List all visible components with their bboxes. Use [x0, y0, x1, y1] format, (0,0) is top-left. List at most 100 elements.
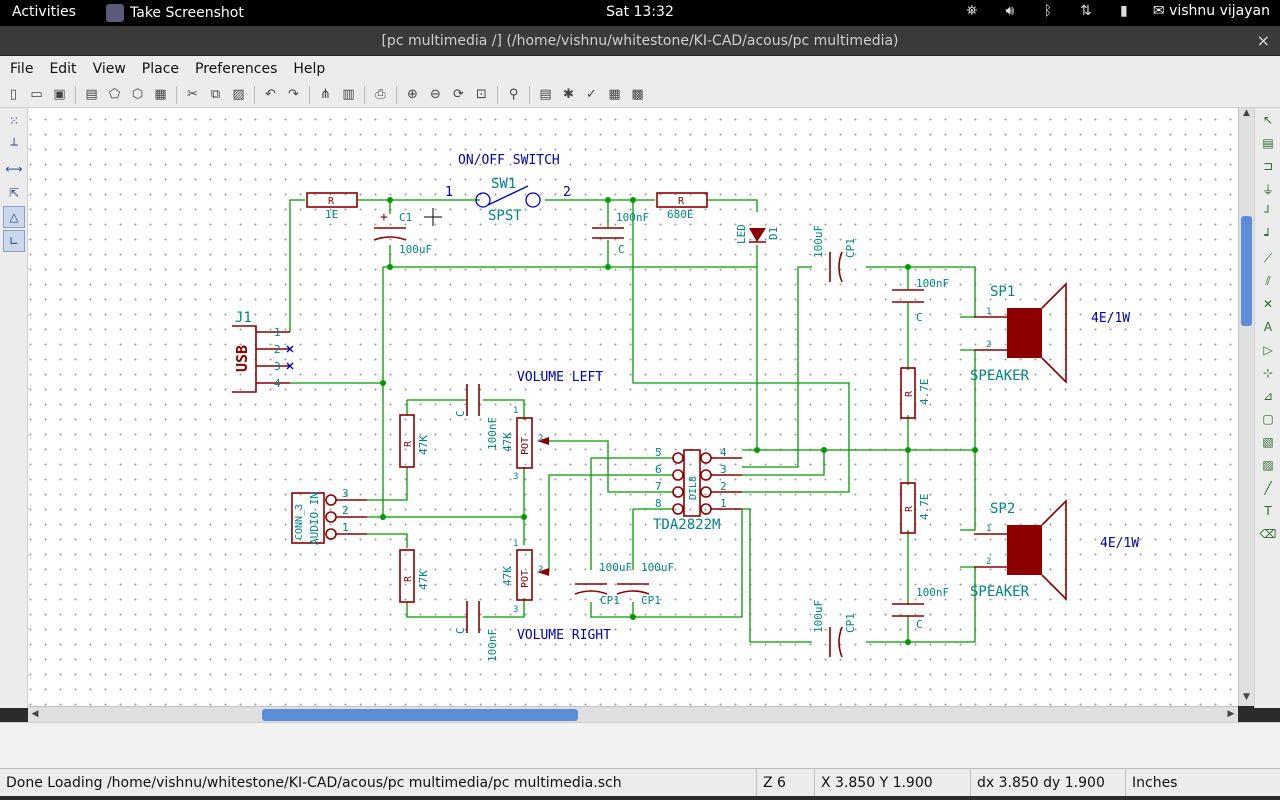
label-sp2-rating: 4E/1W	[1100, 536, 1139, 551]
add-graphic-line-icon[interactable]: ╱	[1258, 478, 1278, 498]
label-on-off-switch: ON/OFF SWITCH	[458, 153, 560, 168]
cursor	[424, 208, 442, 226]
library-browser-icon[interactable]: ⬡	[128, 85, 147, 104]
window-title: [pc multimedia /] (/home/vishnu/whitesto…	[381, 33, 898, 49]
add-bus-icon[interactable]: ┙	[1258, 225, 1278, 245]
units-mm-icon[interactable]: ⟷	[3, 158, 25, 180]
label-c-left-val: 100nF	[486, 417, 499, 450]
redraw-icon[interactable]: ⟳	[449, 85, 468, 104]
bluetooth-icon[interactable]: ᛒ	[1039, 3, 1057, 19]
print-icon[interactable]: ⎙	[371, 85, 390, 104]
vertical-scroll-thumb[interactable]	[1241, 216, 1252, 326]
scroll-right-icon[interactable]: ▶	[1224, 707, 1238, 722]
redo-icon[interactable]: ↷	[284, 85, 303, 104]
units-inch-icon[interactable]: ┴	[3, 134, 25, 156]
delete-item-icon[interactable]: ⌫	[1258, 524, 1278, 544]
label-cp-top-val: 100uF	[812, 225, 825, 258]
new-icon[interactable]: ▯	[4, 85, 23, 104]
cut-icon[interactable]: ✂	[183, 85, 202, 104]
add-text-icon[interactable]: T	[1258, 501, 1278, 521]
save-icon[interactable]: ▣	[50, 85, 69, 104]
accessibility-icon[interactable]: ⛯	[963, 3, 981, 19]
import-sheet-pin-icon[interactable]: ▧	[1258, 432, 1278, 452]
label-r680-val: 680E	[667, 208, 694, 221]
schematic-canvas[interactable]: ON/OFF SWITCH VOLUME LEFT VOLUME RIGHT 4…	[28, 108, 1238, 706]
bus-orientation-icon[interactable]: ∟	[3, 230, 25, 252]
app-menu[interactable]: Take Screenshot	[106, 4, 244, 22]
label-cp-b-ref: CP1	[641, 594, 661, 607]
horizontal-scroll-thumb[interactable]	[262, 709, 578, 721]
network-icon[interactable]: ⇅	[1077, 3, 1095, 19]
add-component-icon[interactable]: ⊐	[1258, 156, 1278, 176]
erc-icon[interactable]: ✱	[559, 85, 578, 104]
add-hier-label-icon[interactable]: ⊿	[1258, 386, 1278, 406]
zoom-in-icon[interactable]: ⊕	[403, 85, 422, 104]
menu-help[interactable]: Help	[285, 61, 333, 77]
paste-icon[interactable]: ▨	[229, 85, 248, 104]
library-editor-icon[interactable]: ⬠	[105, 85, 124, 104]
user-menu[interactable]: ✉︎ vishnu vijayan	[1153, 3, 1270, 19]
menu-file[interactable]: File	[2, 61, 41, 77]
grid-toggle-icon[interactable]: ⁙	[3, 110, 25, 132]
add-sheet-pin-icon[interactable]: ▨	[1258, 455, 1278, 475]
no-connect-icon[interactable]: ✕	[1258, 294, 1278, 314]
toolbar-separator	[529, 86, 530, 104]
activities-button[interactable]: Activities	[12, 4, 76, 20]
scroll-left-icon[interactable]: ◀	[28, 707, 42, 722]
label-r47-top-val: 47K	[417, 435, 430, 455]
hierarchy-nav-icon[interactable]: ▤	[1258, 133, 1278, 153]
hidden-pins-icon[interactable]: △	[3, 206, 25, 228]
c1-plus: +	[380, 210, 388, 225]
label-cp-bot-ref: CP1	[844, 613, 857, 633]
add-net-label-icon[interactable]: A	[1258, 317, 1278, 337]
cursor-shape-icon[interactable]: ⇱	[3, 182, 25, 204]
hierarchy-icon[interactable]: ▦	[151, 85, 170, 104]
label-pot2-p1: 1	[513, 539, 518, 549]
pcbnew-icon[interactable]: ▩	[628, 85, 647, 104]
toolbar-separator	[309, 86, 310, 104]
menu-view[interactable]: View	[85, 61, 134, 77]
bom-icon[interactable]: ▥	[339, 85, 358, 104]
undo-icon[interactable]: ↶	[261, 85, 280, 104]
menu-place[interactable]: Place	[134, 61, 187, 77]
label-ic-p5: 5	[655, 446, 662, 459]
netlist-icon[interactable]: ⋔	[316, 85, 335, 104]
scroll-down-icon[interactable]: ▼	[1239, 692, 1254, 706]
main-toolbar: ▯ ▭ ▣ ▤ ⬠ ⬡ ▦ ✂ ⧉ ▨ ↶ ↷ ⋔ ▥ ⎙ ⊕ ⊖ ⟳ ⊡ ⚲ …	[0, 82, 1280, 108]
zoom-fit-icon[interactable]: ⊡	[472, 85, 491, 104]
clock[interactable]: Sat 13:32	[606, 4, 674, 20]
close-icon[interactable]: ×	[1257, 26, 1270, 56]
scroll-up-icon[interactable]: ▲	[1239, 108, 1254, 122]
add-global-label-icon[interactable]: ▷	[1258, 340, 1278, 360]
horizontal-scrollbar[interactable]: ◀ ▶	[28, 706, 1238, 722]
add-sheet-icon[interactable]: ▢	[1258, 409, 1278, 429]
user-name: vishnu vijayan	[1169, 3, 1270, 19]
menu-preferences[interactable]: Preferences	[187, 61, 285, 77]
bill-icon[interactable]: ▦	[605, 85, 624, 104]
select-arrow-icon[interactable]: ↖	[1258, 110, 1278, 130]
page-settings-icon[interactable]: ▤	[82, 85, 101, 104]
copy-icon[interactable]: ⧉	[206, 85, 225, 104]
add-wire-icon[interactable]: ┘	[1258, 202, 1278, 222]
find-icon[interactable]: ⚲	[504, 85, 523, 104]
menu-edit[interactable]: Edit	[41, 61, 84, 77]
battery-icon[interactable]: ▮	[1115, 3, 1133, 19]
vertical-scrollbar[interactable]: ▲ ▼	[1238, 108, 1254, 706]
add-junction-icon[interactable]: ⊹	[1258, 363, 1278, 383]
label-pot2-p2: 2	[538, 565, 543, 575]
label-pot1-p1: 1	[513, 406, 518, 416]
wire-to-bus-icon[interactable]: ⟋	[1258, 248, 1278, 268]
label-ic-p3: 3	[720, 463, 727, 476]
label-r47e-top-ref: R	[904, 390, 915, 397]
volume-icon[interactable]: 🔊︎	[1001, 3, 1019, 19]
reference-labels: SW1 SPST J1 SP1 SPEAKER SP2 SPEAKER TDA2…	[235, 176, 1030, 600]
rotated-labels: USB CONN_3 AUDIO IN LED D1 100uF CP1 100…	[233, 224, 931, 662]
annotate-icon[interactable]: ▤	[536, 85, 555, 104]
right-toolbar: ↖ ▤ ⊐ ⏚ ┘ ┙ ⟋ ⫽ ✕ A ▷ ⊹ ⊿ ▢ ▧ ▨ ╱ T ⌫	[1254, 108, 1280, 708]
zoom-out-icon[interactable]: ⊖	[426, 85, 445, 104]
cvpcb-icon[interactable]: ✓	[582, 85, 601, 104]
open-icon[interactable]: ▭	[27, 85, 46, 104]
bus-to-bus-icon[interactable]: ⫽	[1258, 271, 1278, 291]
add-power-icon[interactable]: ⏚	[1258, 179, 1278, 199]
label-c-sp1-ref: C	[916, 311, 923, 324]
